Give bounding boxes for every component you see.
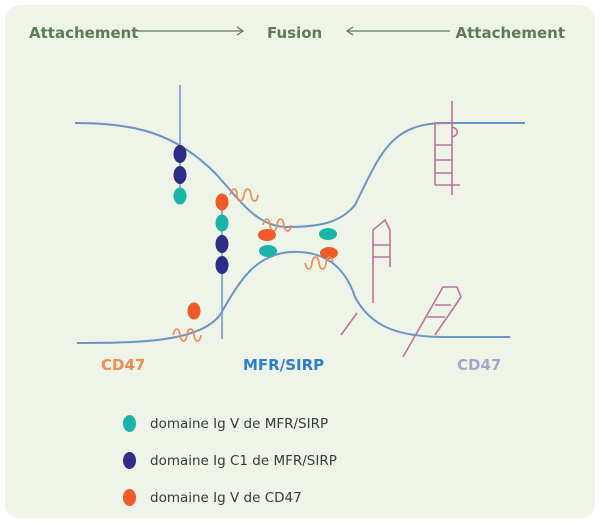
label-cd47-right: CD47 bbox=[457, 356, 502, 374]
ig-c1-domain-center-2 bbox=[215, 256, 229, 274]
ig-c1-domain-1 bbox=[173, 145, 187, 163]
label-mfr-sirp: MFR/SIRP bbox=[243, 356, 325, 374]
cd47-coil-lower-left bbox=[172, 328, 202, 342]
ig-v-sirp-domain-center bbox=[215, 214, 229, 232]
lower-membrane bbox=[76, 250, 510, 344]
ig-v-cd47-domain-fusion-left bbox=[258, 229, 276, 241]
legend-text-ig-v-cd47: domaine Ig V de CD47 bbox=[150, 489, 302, 506]
fusion-diagram bbox=[74, 26, 525, 358]
ig-v-sirp-domain-fusion-left bbox=[259, 245, 277, 257]
arrow-left-to-fusion bbox=[345, 26, 450, 36]
legend-dot-ig-c1-sirp bbox=[123, 452, 136, 469]
legend: domaine Ig V de MFR/SIRP domaine Ig C1 d… bbox=[123, 405, 337, 516]
arrow-right-to-fusion bbox=[138, 26, 245, 36]
ig-v-cd47-domain-fusion-right bbox=[320, 247, 338, 259]
cd47-coil-upper-left bbox=[229, 188, 259, 202]
cd47-protein-mid-right bbox=[340, 218, 391, 336]
legend-item-ig-v-sirp: domaine Ig V de MFR/SIRP bbox=[123, 405, 337, 442]
upper-membrane bbox=[74, 122, 525, 229]
legend-item-ig-c1-sirp: domaine Ig C1 de MFR/SIRP bbox=[123, 442, 337, 479]
cd47-protein-lower-right bbox=[402, 286, 462, 358]
label-cd47-left: CD47 bbox=[101, 356, 146, 374]
ig-v-sirp-domain-fusion-right bbox=[319, 228, 337, 240]
ig-v-cd47-domain-lower-left bbox=[187, 302, 201, 320]
cd47-protein-upper-right bbox=[434, 101, 460, 195]
ig-c1-domain-center-1 bbox=[215, 235, 229, 253]
header-fusion: Fusion bbox=[267, 24, 323, 42]
legend-item-ig-v-cd47: domaine Ig V de CD47 bbox=[123, 479, 337, 516]
legend-text-ig-v-sirp: domaine Ig V de MFR/SIRP bbox=[150, 415, 329, 432]
diagram-panel: Attachement Fusion Attachement bbox=[5, 5, 595, 518]
legend-text-ig-c1-sirp: domaine Ig C1 de MFR/SIRP bbox=[150, 452, 337, 469]
ig-v-cd47-domain-center-top bbox=[215, 193, 229, 211]
header-attachement-right: Attachement bbox=[455, 24, 565, 42]
cd47-coil-fusion-lower bbox=[304, 256, 334, 270]
ig-v-sirp-domain bbox=[173, 187, 187, 205]
legend-dot-ig-v-sirp bbox=[123, 415, 136, 432]
header-attachement-left: Attachement bbox=[29, 24, 139, 42]
ig-c1-domain-2 bbox=[173, 166, 187, 184]
legend-dot-ig-v-cd47 bbox=[123, 489, 136, 506]
cd47-coil-fusion-upper bbox=[262, 218, 292, 232]
